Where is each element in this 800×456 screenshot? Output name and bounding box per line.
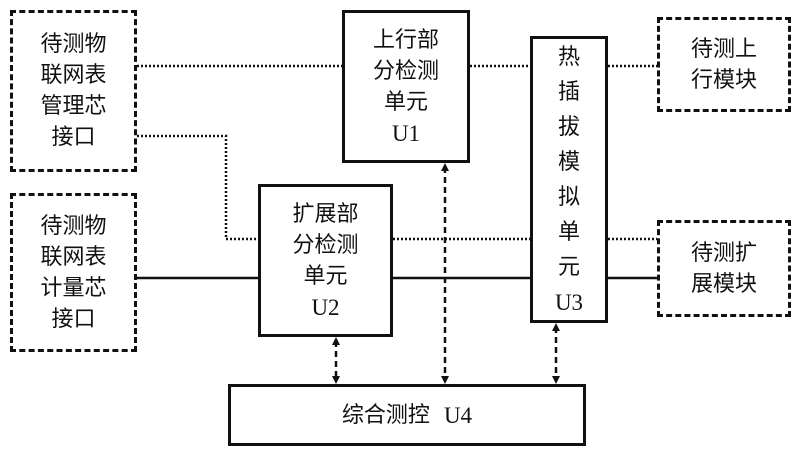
block-text-line: 接口 xyxy=(51,306,96,332)
u4-integrated-control-unit: 综合测控 U4 xyxy=(228,384,586,446)
block-text-line: 插 xyxy=(557,79,580,105)
block-id: U2 xyxy=(311,294,340,320)
block-text-line: 行模块 xyxy=(690,67,757,93)
metering-chip-interface-block: 待测物 联网表 计量芯 接口 xyxy=(10,193,137,352)
block-text-line: 模 xyxy=(557,149,580,175)
u1-uplink-detection-unit: 上行部 分检测 单元 U1 xyxy=(342,10,470,163)
block-text-line: 待测上 xyxy=(690,36,757,62)
block-text-line: 待测物 xyxy=(40,213,107,239)
block-text-line: 接口 xyxy=(51,125,96,150)
block-label: 综合测控 xyxy=(341,402,430,428)
extension-module-under-test-block: 待测扩 展模块 xyxy=(657,220,791,317)
block-text-line: 展模块 xyxy=(690,271,757,297)
block-text-line: 联网表 xyxy=(40,244,107,270)
block-text-line: 待测扩 xyxy=(690,240,757,266)
block-id: U1 xyxy=(391,120,421,146)
block-text-line: 单元 xyxy=(383,89,428,115)
block-text-line: 热 xyxy=(557,44,580,70)
u3-hot-plug-simulation-unit: 热 插 拔 模 拟 单 元 U3 xyxy=(530,36,608,323)
block-id: U3 xyxy=(554,289,584,315)
block-text-line: 拔 xyxy=(557,114,580,140)
u2-extension-detection-unit: 扩展部 分检测 单元 U2 xyxy=(258,184,393,337)
block-text-line: 拟 xyxy=(557,184,580,210)
uplink-module-under-test-block: 待测上 行模块 xyxy=(657,17,791,112)
block-id: U4 xyxy=(443,402,473,428)
block-text-line: 待测物 xyxy=(40,32,107,57)
block-text-line: 单元 xyxy=(303,263,348,289)
mgmt-chip-interface-block: 待测物 联网表 管理芯 接口 xyxy=(10,10,137,172)
dotted-link-mgmt-u2 xyxy=(137,134,258,241)
block-text-line: 分检测 xyxy=(292,232,359,258)
block-text-line: 分检测 xyxy=(372,58,439,84)
block-text-line: 联网表 xyxy=(40,63,107,88)
block-text-line: 元 xyxy=(557,254,580,280)
block-text-line: 单 xyxy=(557,219,580,245)
block-text-line: 管理芯 xyxy=(40,94,107,119)
block-text-line: 扩展部 xyxy=(292,201,359,227)
block-text-line: 上行部 xyxy=(372,27,439,53)
block-text-line: 计量芯 xyxy=(40,275,107,301)
